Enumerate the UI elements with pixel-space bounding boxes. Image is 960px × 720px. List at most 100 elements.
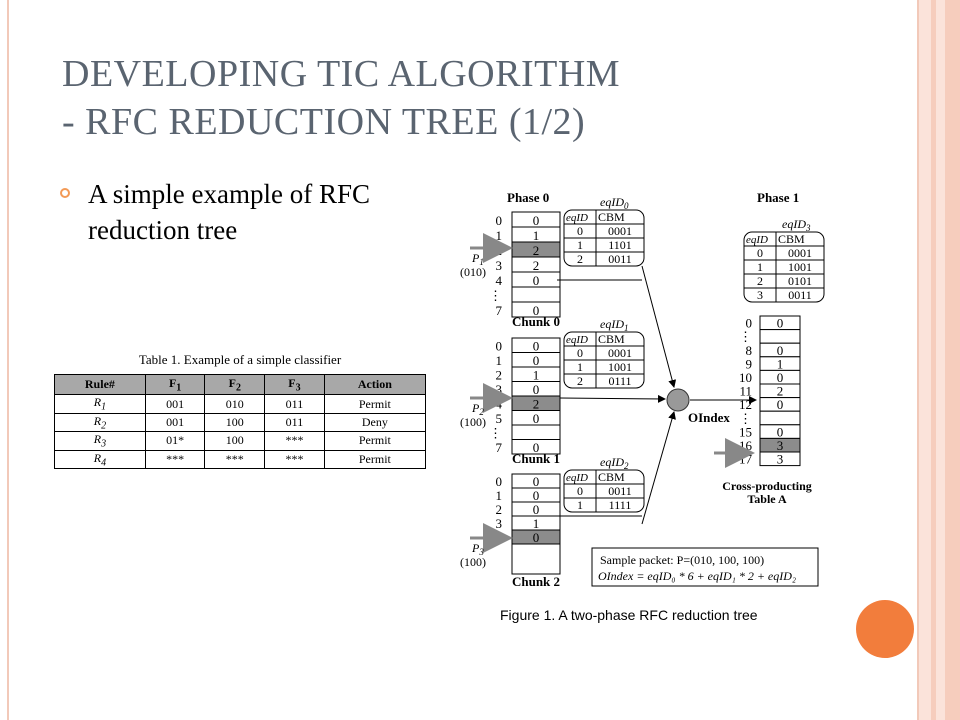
chunk0-label: Chunk 0 — [512, 314, 560, 329]
eqid3-table-cbm: 0101 — [788, 274, 812, 288]
chunk1-value: 0 — [533, 382, 540, 397]
chunk2-index: 0 — [496, 474, 503, 489]
chunk2-value: 0 — [533, 530, 540, 545]
tableA-index: ⋮ — [739, 411, 752, 426]
eqid1-table-cbm: 1001 — [608, 360, 632, 374]
eqid3-table-title: eqID3 — [782, 217, 811, 233]
eqid2-table-header-id: eqID — [566, 472, 588, 484]
chunk2-cell — [511, 543, 561, 575]
table-header-row: Rule# F1 F2 F3 Action — [54, 373, 427, 396]
tableA-index: 0 — [746, 316, 753, 331]
chunk1-value: 0 — [533, 339, 540, 354]
table-cell: *** — [204, 449, 266, 469]
cross-label-1: Cross-producting — [722, 479, 812, 493]
header-f1: F1 — [144, 373, 206, 396]
chunk0-value: 0 — [533, 213, 540, 228]
right-strip-2 — [931, 0, 936, 720]
eqid3-table-cbm: 1001 — [788, 260, 812, 274]
tableA-value: 1 — [777, 356, 784, 371]
table-cell: 001 — [144, 394, 206, 414]
table-cell: Permit — [323, 431, 427, 451]
chunk2-index: 2 — [496, 502, 503, 517]
table-cell: 01* — [144, 431, 206, 451]
eqid1-table-id: 2 — [577, 374, 583, 388]
chunk1-cell — [511, 424, 561, 440]
oindex-label: OIndex — [688, 410, 730, 425]
figure-caption: Figure 1. A two-phase RFC reduction tree — [500, 607, 758, 623]
chunk1-value: 0 — [533, 440, 540, 455]
eqid2-table-id: 0 — [577, 484, 583, 498]
eqid0-table-id: 2 — [577, 252, 583, 266]
chunk1-value: 1 — [533, 368, 540, 383]
chunk0-value: 1 — [533, 228, 540, 243]
table-cell: *** — [264, 449, 325, 469]
chunk1-index: 0 — [496, 339, 503, 354]
chunk2-value: 0 — [533, 502, 540, 517]
tableA-index: 10 — [739, 370, 752, 385]
table-cell: 100 — [204, 412, 266, 433]
packet-label: P3 — [471, 541, 484, 557]
chunk0-index: 3 — [496, 258, 503, 273]
tableA-index: 12 — [739, 397, 752, 412]
eqid2-table-cbm: 1111 — [609, 498, 632, 512]
chunk0-index: 7 — [496, 303, 503, 318]
eqid0-table-cbm: 1101 — [608, 238, 632, 252]
eqid3-table-frame — [743, 231, 825, 303]
slide-title: DEVELOPING TIC ALGORITHM - RFC REDUCTION… — [62, 50, 822, 146]
tableA-value: 3 — [777, 438, 784, 453]
eqid1-table-cbm: 0111 — [608, 374, 631, 388]
chunk2-value: 1 — [533, 516, 540, 531]
decorative-orange-circle — [856, 600, 914, 658]
eqid3-table-id: 3 — [757, 288, 763, 302]
slide-frame — [7, 0, 919, 720]
table-cell: *** — [144, 449, 206, 469]
packet-value: (100) — [460, 415, 486, 429]
eqid0-table-header-cbm: CBM — [598, 210, 625, 224]
table-cell: 010 — [204, 394, 266, 414]
oindex-node — [666, 388, 690, 412]
table-cell: R1 — [54, 394, 146, 414]
right-strip-1 — [919, 0, 931, 720]
cross-label-2: Table A — [747, 492, 787, 506]
chunk0-index: 1 — [496, 228, 503, 243]
packet-label: P2 — [471, 401, 484, 417]
chunk1-index: ⋮ — [489, 426, 502, 441]
tableA-cell — [759, 410, 801, 426]
table-cell: Permit — [323, 449, 427, 469]
eqid0-table-id: 0 — [577, 224, 583, 238]
eqid2-table-cbm: 0011 — [608, 484, 632, 498]
tableA-value: 3 — [777, 452, 784, 467]
eqid1-table-id: 0 — [577, 346, 583, 360]
eqid0-table-title: eqID0 — [600, 195, 629, 211]
tableA-value: 0 — [777, 424, 784, 439]
connector-arrow — [559, 394, 666, 403]
table-cell: Permit — [323, 394, 427, 414]
table-cell: 001 — [144, 412, 206, 433]
tableA-index: 15 — [739, 424, 752, 439]
chunk1-value: 0 — [533, 353, 540, 368]
connector-arrow — [641, 411, 676, 525]
eqid3-table-id: 0 — [757, 246, 763, 260]
header-f2: F2 — [204, 373, 266, 396]
eqid2-table-id: 1 — [577, 498, 583, 512]
eqid3-table-cbm: 0011 — [788, 288, 812, 302]
tableA-index: 8 — [746, 343, 753, 358]
eqid1-table-header-cbm: CBM — [598, 332, 625, 346]
bullet-text: A simple example of RFC reduction tree — [88, 179, 370, 245]
eqid3-table-header-id: eqID — [746, 234, 768, 246]
title-line-2: - RFC REDUCTION TREE (1/2) — [62, 101, 586, 143]
table-cell: 011 — [264, 412, 325, 433]
eqid2-table-frame — [563, 469, 645, 513]
right-strip-3 — [936, 0, 945, 720]
table-cell: Deny — [323, 412, 427, 433]
eqid1-table-header-id: eqID — [566, 334, 588, 346]
table1-caption: Table 1. Example of a simple classifier — [138, 352, 342, 367]
packet-value: (010) — [460, 265, 486, 279]
chunk1-index: 1 — [496, 353, 503, 368]
chunk0-cell — [511, 286, 561, 303]
tableA-value: 0 — [777, 397, 784, 412]
chunk0-value: 0 — [533, 303, 540, 318]
right-strip-4 — [945, 0, 960, 720]
